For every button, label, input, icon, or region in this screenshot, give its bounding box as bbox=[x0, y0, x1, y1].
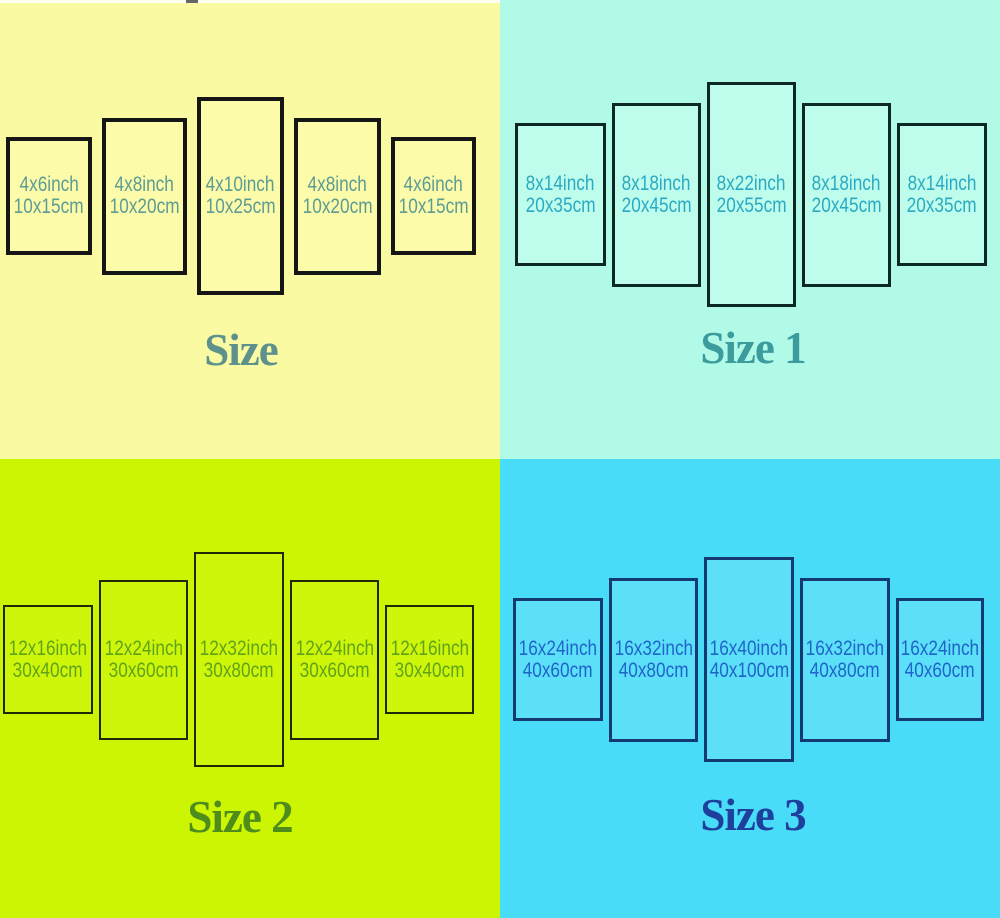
panel-label-inch: 16x32inch bbox=[614, 636, 693, 660]
size-panel: 4x10inch 10x25cm bbox=[197, 97, 284, 295]
size-panel: 16x24inch 40x60cm bbox=[513, 598, 603, 721]
size-panel: 12x24inch 30x60cm bbox=[99, 579, 188, 740]
size-panel: 16x32inch 40x80cm bbox=[609, 577, 698, 742]
size-panel: 12x16inch 30x40cm bbox=[385, 605, 474, 714]
panel-label-cm: 10x15cm bbox=[14, 195, 84, 218]
panel-label-cm: 30x60cm bbox=[299, 658, 370, 682]
panel-label-inch: 8x22inch bbox=[717, 171, 786, 195]
panel-label-cm: 40x60cm bbox=[523, 658, 593, 682]
panel-label-cm: 40x80cm bbox=[810, 658, 880, 682]
quadrant-title: Size 2 bbox=[187, 792, 293, 842]
panel-label-cm: 20x55cm bbox=[716, 193, 787, 217]
panel-label-inch: 16x32inch bbox=[805, 636, 885, 660]
panel-label-inch: 12x16inch bbox=[390, 636, 469, 660]
panel-label-inch: 4x6inch bbox=[403, 173, 464, 196]
scan-artifact-tick bbox=[186, 0, 198, 3]
panel-label-cm: 20x45cm bbox=[621, 193, 692, 217]
panel-label-cm: 10x15cm bbox=[398, 195, 469, 218]
panel-label-cm: 10x25cm bbox=[205, 195, 276, 218]
quadrant-size: 4x6inch 10x15cm 4x8inch 10x20cm 4x10inch… bbox=[0, 0, 500, 459]
size-panel: 8x18inch 20x45cm bbox=[612, 102, 701, 287]
quadrant-title: Size bbox=[204, 325, 278, 375]
panel-label-inch: 4x10inch bbox=[206, 173, 275, 196]
panel-row: 4x6inch 10x15cm 4x8inch 10x20cm 4x10inch… bbox=[6, 97, 476, 295]
size-panel: 12x24inch 30x60cm bbox=[290, 579, 379, 740]
size-panel: 4x8inch 10x20cm bbox=[102, 117, 187, 275]
panel-label-cm: 30x40cm bbox=[394, 658, 465, 682]
panel-label-cm: 10x20cm bbox=[109, 195, 180, 218]
panel-label-inch: 16x40inch bbox=[709, 636, 789, 660]
panel-label-inch: 12x24inch bbox=[295, 636, 374, 660]
panel-label-cm: 40x80cm bbox=[618, 658, 689, 682]
size-panel: 16x40inch 40x100cm bbox=[704, 557, 794, 762]
panel-label-cm: 20x35cm bbox=[525, 193, 596, 217]
panel-label-inch: 8x14inch bbox=[526, 171, 595, 195]
size-panel: 16x32inch 40x80cm bbox=[800, 577, 890, 742]
size-panel: 12x32inch 30x80cm bbox=[194, 552, 284, 767]
quadrant-size-1: 8x14inch 20x35cm 8x18inch 20x45cm 8x22in… bbox=[500, 0, 1000, 459]
size-panel: 8x22inch 20x55cm bbox=[707, 82, 796, 307]
size-panel: 8x14inch 20x35cm bbox=[897, 123, 987, 266]
panel-label-cm: 30x60cm bbox=[108, 658, 179, 682]
panel-label-inch: 16x24inch bbox=[518, 636, 598, 660]
panel-label-cm: 30x80cm bbox=[204, 658, 274, 682]
panel-label-inch: 4x8inch bbox=[114, 173, 175, 196]
size-panel: 12x16inch 30x40cm bbox=[3, 605, 93, 714]
quadrant-size-2: 12x16inch 30x40cm 12x24inch 30x60cm 12x3… bbox=[0, 459, 500, 918]
panel-label-inch: 4x8inch bbox=[307, 173, 368, 196]
size-panel: 16x24inch 40x60cm bbox=[896, 598, 984, 721]
panel-label-cm: 20x45cm bbox=[811, 193, 882, 217]
panel-label-cm: 10x20cm bbox=[302, 195, 373, 218]
size-panel: 4x8inch 10x20cm bbox=[294, 117, 381, 275]
panel-label-inch: 8x18inch bbox=[622, 171, 691, 195]
panel-label-inch: 12x16inch bbox=[8, 636, 88, 660]
size-panel: 8x14inch 20x35cm bbox=[515, 123, 606, 266]
panel-row: 8x14inch 20x35cm 8x18inch 20x45cm 8x22in… bbox=[515, 82, 987, 307]
size-panel: 4x6inch 10x15cm bbox=[6, 137, 92, 255]
panel-label-inch: 8x14inch bbox=[907, 171, 977, 195]
panel-label-inch: 4x6inch bbox=[19, 173, 79, 196]
size-panel: 4x6inch 10x15cm bbox=[391, 137, 476, 255]
panel-row: 12x16inch 30x40cm 12x24inch 30x60cm 12x3… bbox=[3, 552, 474, 767]
panel-label-cm: 40x60cm bbox=[905, 658, 975, 682]
panel-label-cm: 40x100cm bbox=[709, 658, 789, 682]
quadrant-title: Size 3 bbox=[700, 790, 806, 840]
panel-row: 16x24inch 40x60cm 16x32inch 40x80cm 16x4… bbox=[513, 557, 984, 762]
quadrant-title: Size 1 bbox=[700, 323, 806, 373]
quadrant-size-3: 16x24inch 40x60cm 16x32inch 40x80cm 16x4… bbox=[500, 459, 1000, 918]
scan-artifact-strip bbox=[0, 0, 500, 3]
panel-label-cm: 30x40cm bbox=[13, 658, 83, 682]
size-panel: 8x18inch 20x45cm bbox=[802, 102, 891, 287]
panel-label-inch: 16x24inch bbox=[900, 636, 980, 660]
panel-label-inch: 8x18inch bbox=[812, 171, 881, 195]
panel-label-cm: 20x35cm bbox=[907, 193, 977, 217]
panel-label-inch: 12x24inch bbox=[104, 636, 183, 660]
panel-label-inch: 12x32inch bbox=[199, 636, 279, 660]
